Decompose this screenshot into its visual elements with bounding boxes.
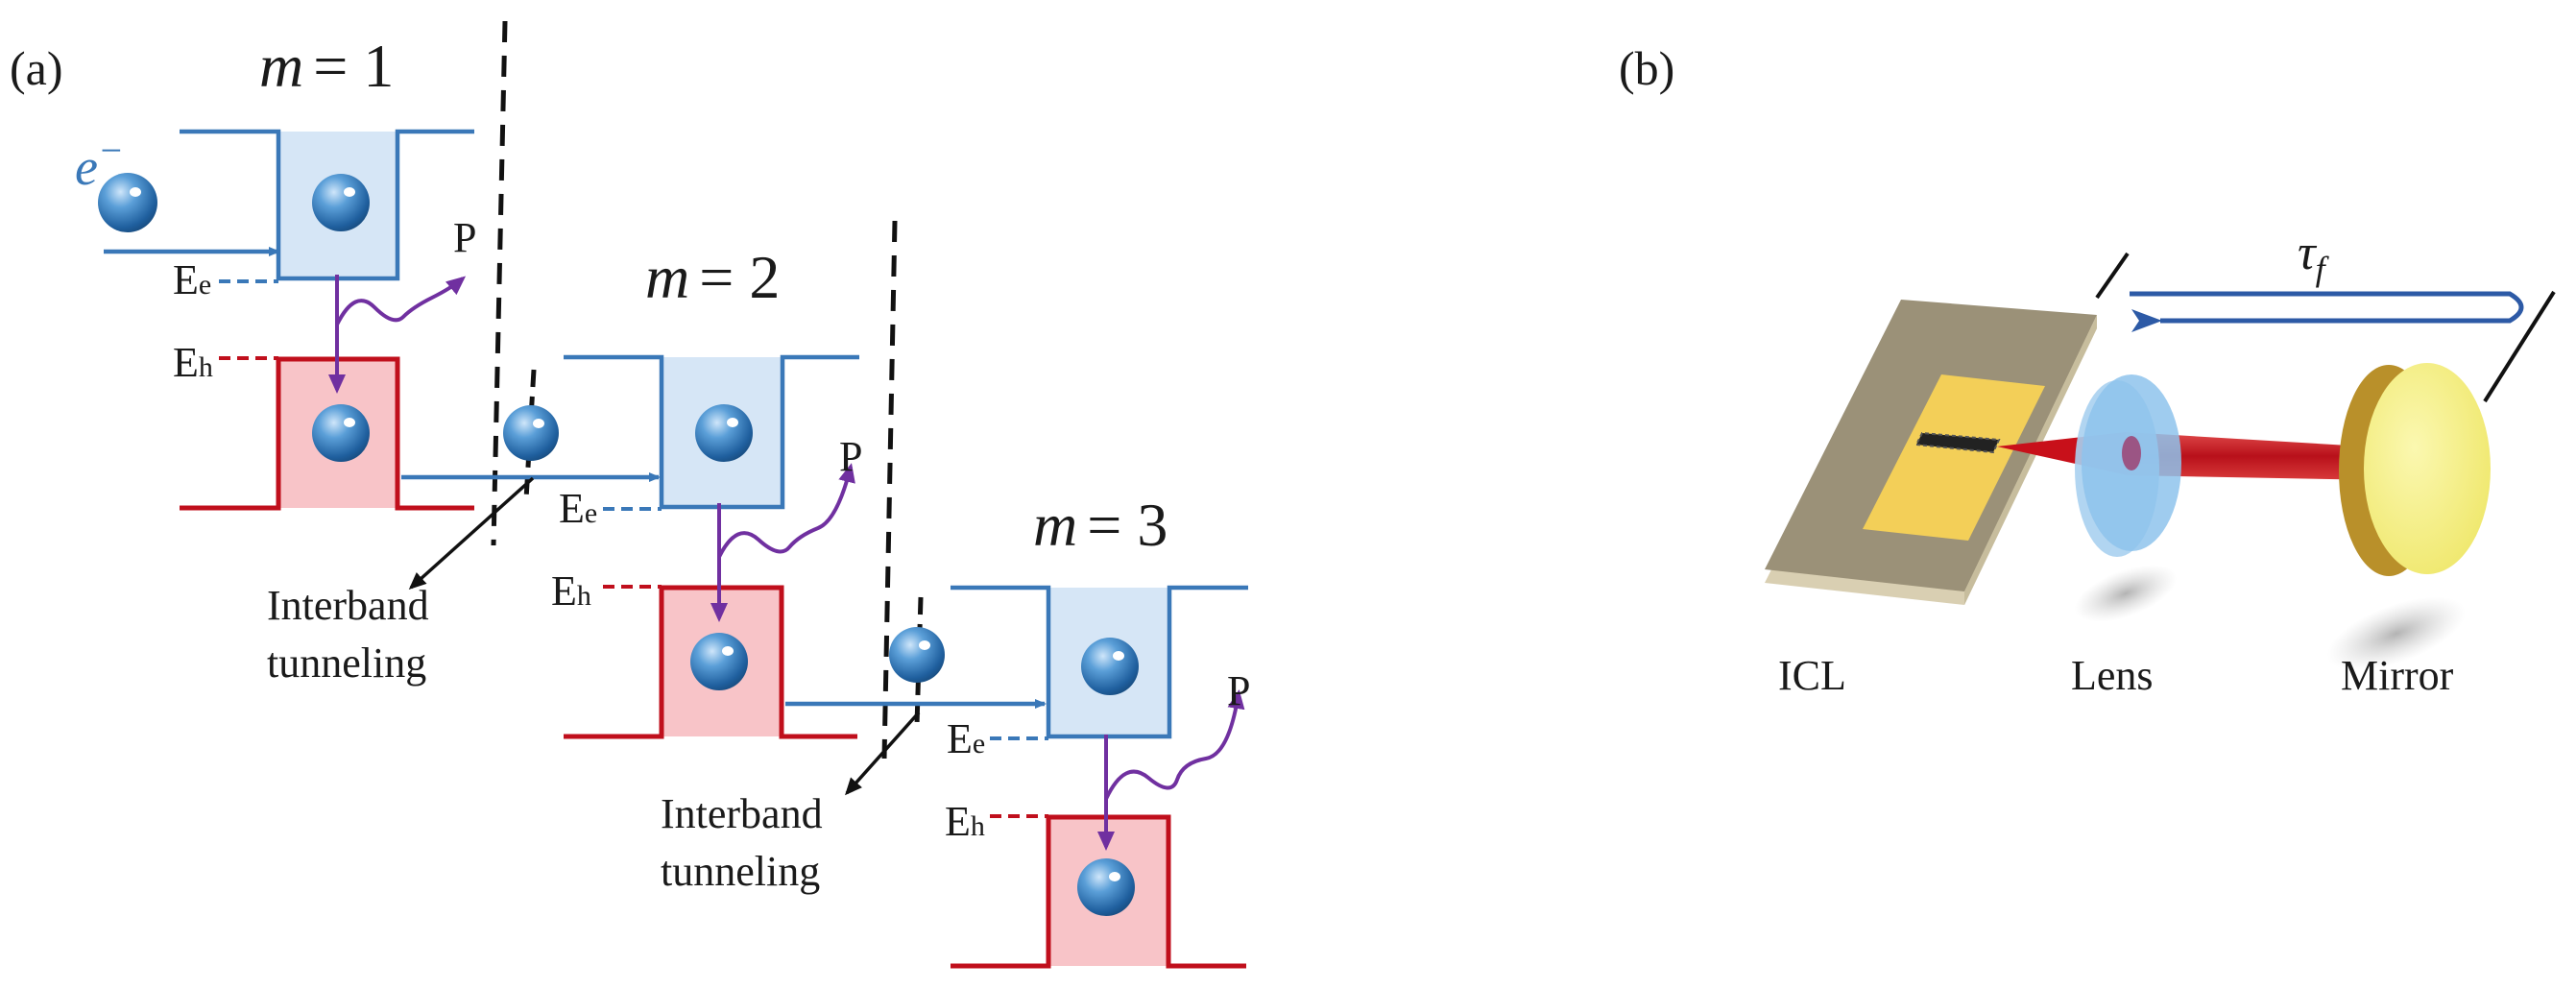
photon-label-1: P <box>453 214 476 261</box>
feedback-loop: τf <box>2095 226 2556 403</box>
stage-2: m= 2 Ee Eh P <box>551 243 862 739</box>
conduction-band-2 <box>564 354 859 510</box>
substrate-edge <box>1964 315 2097 605</box>
lens <box>2075 374 2181 557</box>
mirror-label: Mirror <box>2341 652 2454 699</box>
photon-label-2: P <box>839 433 862 480</box>
tunneling-label-2-line2: tunneling <box>661 848 820 895</box>
photon-wave-1 <box>335 276 467 326</box>
lens-shadow <box>2074 565 2178 622</box>
stage-separator-1 <box>491 20 508 546</box>
beam-collimated <box>2126 432 2381 480</box>
electron-2b <box>690 633 748 690</box>
photon-wave-3 <box>1104 689 1245 800</box>
photon-label-3: P <box>1227 667 1250 714</box>
tunneling-label-1-line2: tunneling <box>267 639 426 687</box>
electron-tunnel-2 <box>889 627 945 683</box>
electron-tunnel-1 <box>503 405 559 461</box>
stage-separator-2 <box>881 220 898 760</box>
mirror-shadow <box>2326 596 2467 671</box>
stage-3-m-label: m= 3 <box>1033 491 1168 559</box>
eh-label-3: Eh <box>945 798 985 845</box>
cavity-tick-right <box>2483 290 2556 403</box>
tunneling-pointer-1 <box>408 476 535 591</box>
stage-1-m-label: m= 1 <box>259 32 394 100</box>
tunneling-label-1-line1: Interband <box>267 582 429 629</box>
lens-beam-spot <box>2122 436 2141 470</box>
electron-1b <box>312 404 370 462</box>
electron-3a <box>1081 638 1139 695</box>
mirror-face <box>2364 363 2491 574</box>
ee-label-3: Ee <box>947 715 985 762</box>
panel-b-label: (b) <box>1619 41 1674 95</box>
icl-label: ICL <box>1778 652 1846 699</box>
icl-chip <box>1863 374 2045 541</box>
electron-2a <box>695 404 753 462</box>
ee-label-2: Ee <box>559 485 597 532</box>
electron-label: e− <box>75 129 124 196</box>
stage-1: m= 1 Ee Eh P <box>173 32 476 511</box>
electron-3b <box>1077 858 1135 916</box>
eh-label-1: Eh <box>173 339 213 386</box>
ee-label-1: Ee <box>173 256 211 303</box>
cavity-tick-left <box>2095 252 2130 300</box>
electron-1a <box>312 174 370 231</box>
electron-incoming <box>98 173 157 232</box>
conduction-band-3 <box>951 585 1248 739</box>
panel-a-label: (a) <box>10 41 63 95</box>
tunneling-label-2-line1: Interband <box>661 790 823 837</box>
stage-3: m= 3 Ee Eh P <box>945 491 1250 969</box>
feedback-arrow <box>2130 291 2524 332</box>
photon-wave-2 <box>717 463 855 558</box>
mirror <box>2339 363 2491 576</box>
tunneling-pointer-2 <box>845 711 921 796</box>
stage-2-m-label: m= 2 <box>645 243 780 311</box>
lens-label: Lens <box>2071 652 2154 699</box>
icl-device <box>1765 300 2097 605</box>
laser-beam <box>1997 432 2381 480</box>
valence-band-3 <box>951 814 1246 969</box>
eh-label-2: Eh <box>551 567 591 615</box>
active-region <box>1916 433 1999 452</box>
valence-band-2 <box>564 585 857 739</box>
tau-label: τf <box>2298 226 2330 288</box>
